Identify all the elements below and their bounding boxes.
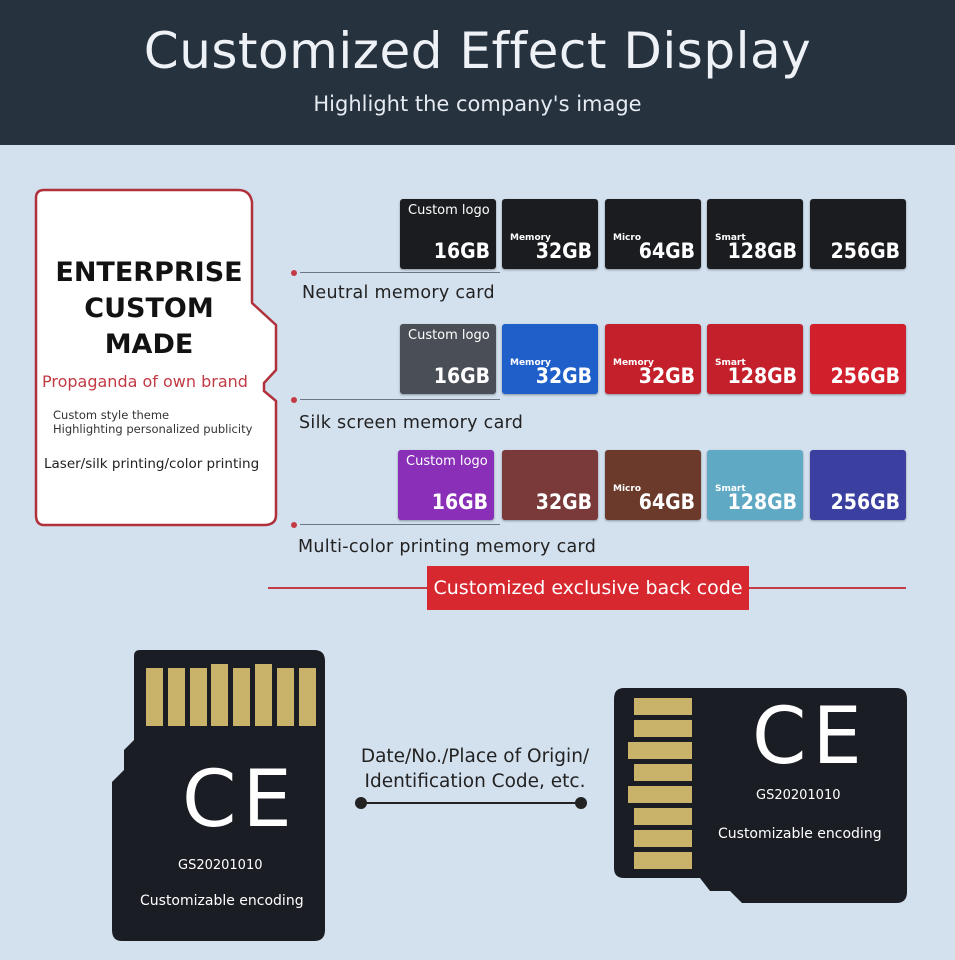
card-capacity: 128GB: [727, 490, 797, 514]
back-code-line-right: [748, 587, 906, 589]
description-line2: Identification Code, etc.: [364, 771, 586, 792]
card-silk-1: Custom logo 16GB: [400, 324, 496, 394]
card-multi-3: Micro 64GB: [605, 450, 701, 520]
card-capacity: 256GB: [830, 364, 900, 388]
card-code-right: GS20201010: [756, 788, 841, 803]
row-dot: [291, 522, 297, 528]
back-card-vertical: [112, 650, 325, 941]
brand-tagline: Propaganda of own brand: [42, 372, 248, 391]
card-multi-5: 256GB: [810, 450, 906, 520]
brand-small-line2: Highlighting personalized publicity: [53, 422, 253, 436]
card-logo: Memory: [613, 358, 654, 368]
card-capacity: 128GB: [727, 239, 797, 263]
card-multi-4: Smart 128GB: [707, 450, 803, 520]
connector-dot-right: [575, 797, 587, 809]
card-encoding-left: Customizable encoding: [140, 893, 304, 909]
card-code-left: GS20201010: [178, 858, 263, 873]
back-card-horizontal: [614, 688, 907, 903]
description-line1: Date/No./Place of Origin/: [360, 746, 590, 767]
brand-methods: Laser/silk printing/color printing: [44, 456, 260, 472]
card-capacity: 256GB: [830, 490, 900, 514]
row-line: [300, 272, 500, 273]
card-capacity: 32GB: [638, 364, 695, 388]
card-neutral-1: Custom logo 16GB: [400, 199, 496, 269]
card-multi-2: 32GB: [502, 450, 598, 520]
back-code-line-left: [268, 587, 428, 589]
card-silk-2: Memory 32GB: [502, 324, 598, 394]
card-logo: Memory: [510, 233, 551, 243]
row-dot: [291, 397, 297, 403]
ce-mark-right: CE: [752, 692, 868, 782]
brand-panel-outline: [34, 188, 278, 527]
back-code-label: Customized exclusive back code: [427, 566, 749, 610]
card-multi-1: Custom logo 16GB: [398, 450, 494, 520]
row-label-multicolor: Multi-color printing memory card: [298, 537, 597, 557]
brand-title-line2: CUSTOM MADE: [84, 293, 214, 360]
page-subtitle: Highlight the company's image: [313, 92, 642, 116]
connector-line: [360, 802, 582, 804]
card-logo: Smart: [715, 484, 746, 494]
card-logo: Smart: [715, 358, 746, 368]
card-logo: Micro: [613, 484, 641, 494]
card-capacity: 128GB: [727, 364, 797, 388]
row-label-neutral: Neutral memory card: [302, 283, 495, 303]
page-title: Customized Effect Display: [143, 22, 812, 80]
card-capacity: 16GB: [433, 364, 490, 388]
card-capacity: 32GB: [535, 364, 592, 388]
row-line: [300, 524, 500, 525]
card-logo: Smart: [715, 233, 746, 243]
brand-title-line1: ENTERPRISE: [55, 257, 243, 288]
card-capacity: 32GB: [535, 490, 592, 514]
row-line: [300, 399, 500, 400]
card-capacity: 16GB: [433, 239, 490, 263]
back-code-description: Date/No./Place of Origin/ Identification…: [330, 744, 620, 794]
card-logo: Custom logo: [406, 454, 488, 469]
card-capacity: 16GB: [431, 490, 488, 514]
card-neutral-4: Smart 128GB: [707, 199, 803, 269]
card-neutral-3: Micro 64GB: [605, 199, 701, 269]
ce-mark-left: CE: [182, 755, 298, 845]
card-capacity: 256GB: [830, 239, 900, 263]
card-capacity: 64GB: [638, 490, 695, 514]
card-silk-5: 256GB: [810, 324, 906, 394]
card-capacity: 64GB: [638, 239, 695, 263]
card-silk-3: Memory 32GB: [605, 324, 701, 394]
card-capacity: 32GB: [535, 239, 592, 263]
card-silk-4: Smart 128GB: [707, 324, 803, 394]
card-logo: Custom logo: [408, 328, 490, 343]
header-banner: Customized Effect Display Highlight the …: [0, 0, 955, 145]
row-label-silk: Silk screen memory card: [299, 413, 524, 433]
card-logo: Micro: [613, 233, 641, 243]
card-logo: Memory: [510, 358, 551, 368]
card-logo: Custom logo: [408, 203, 490, 218]
row-dot: [291, 270, 297, 276]
card-neutral-2: Memory 32GB: [502, 199, 598, 269]
connector-dot-left: [355, 797, 367, 809]
card-encoding-right: Customizable encoding: [718, 826, 882, 842]
card-neutral-5: 256GB: [810, 199, 906, 269]
brand-small-line1: Custom style theme: [53, 408, 170, 422]
